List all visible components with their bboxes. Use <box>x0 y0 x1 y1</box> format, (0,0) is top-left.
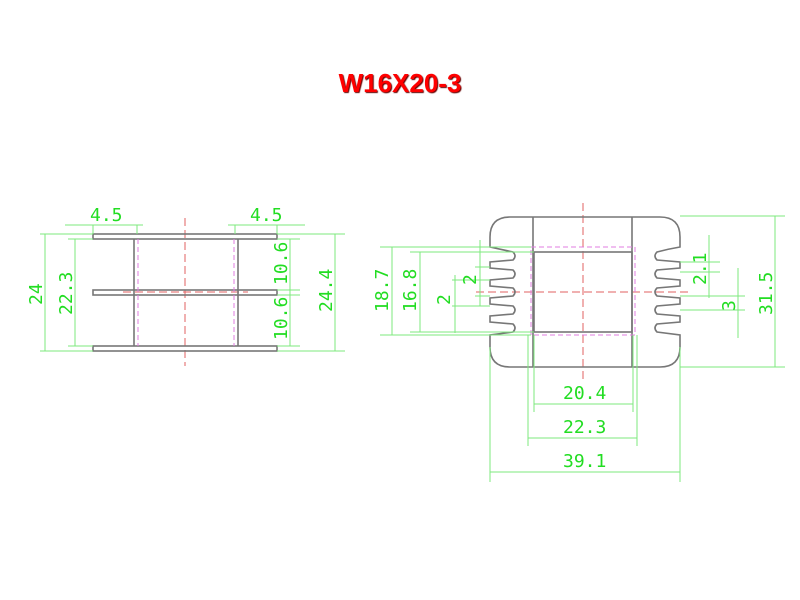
dim-fin-pitch: 2 <box>460 274 481 285</box>
dim-core-width: 20.4 <box>563 383 606 404</box>
dim-lower-slot: 10.6 <box>271 297 292 340</box>
dim-flange-right: 4.5 <box>250 205 283 226</box>
dim-total-right: 24.4 <box>316 269 337 312</box>
dim-right-fin: 2.1 <box>690 252 711 285</box>
dim-upper-slot: 10.6 <box>271 242 292 285</box>
front-view: 18.7 16.8 2 2 2.1 3 31.5 20.4 22.3 39.1 <box>372 203 785 482</box>
dim-height: 31.5 <box>756 272 777 315</box>
dim-window-outer: 18.7 <box>372 269 393 312</box>
dim-flange-left: 4.5 <box>90 205 123 226</box>
dim-overall: 24 <box>26 283 47 305</box>
dim-overall-width: 39.1 <box>563 451 606 472</box>
dim-fin-gap: 2 <box>434 294 455 305</box>
dim-window-width: 22.3 <box>563 417 606 438</box>
drawing-title: W16X20-3 <box>338 68 462 98</box>
dim-right-slot: 3 <box>719 300 740 311</box>
side-view: 4.5 4.5 24 22.3 10.6 10.6 24.4 <box>26 205 345 366</box>
dim-window-inner: 16.8 <box>400 269 421 312</box>
dim-inner: 22.3 <box>56 272 77 315</box>
